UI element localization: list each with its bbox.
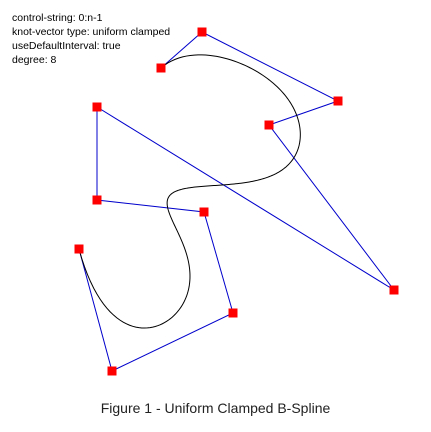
control-point-0 (156, 63, 166, 73)
info-use-default-interval: useDefaultInterval: true (12, 40, 121, 52)
control-point-1 (197, 27, 207, 37)
control-point-10 (74, 244, 84, 254)
control-point-4 (389, 285, 399, 295)
spline-diagram (74, 27, 399, 376)
control-point-3 (264, 120, 274, 130)
control-point-8 (228, 308, 238, 318)
info-control-string: control-string: 0:n-1 (12, 12, 103, 24)
info-degree: degree: 8 (12, 54, 57, 66)
control-point-5 (92, 102, 102, 112)
control-polygon (78, 31, 395, 372)
control-points (74, 27, 399, 376)
b-spline-curve (78, 54, 301, 329)
info-block: control-string: 0:n-1 knot-vector type: … (12, 12, 170, 66)
control-point-7 (199, 207, 209, 217)
figure-caption: Figure 1 - Uniform Clamped B-Spline (101, 400, 331, 416)
info-knot-vector-type: knot-vector type: uniform clamped (12, 26, 170, 38)
control-point-6 (92, 195, 102, 205)
control-point-9 (107, 366, 117, 376)
control-point-2 (333, 96, 343, 106)
